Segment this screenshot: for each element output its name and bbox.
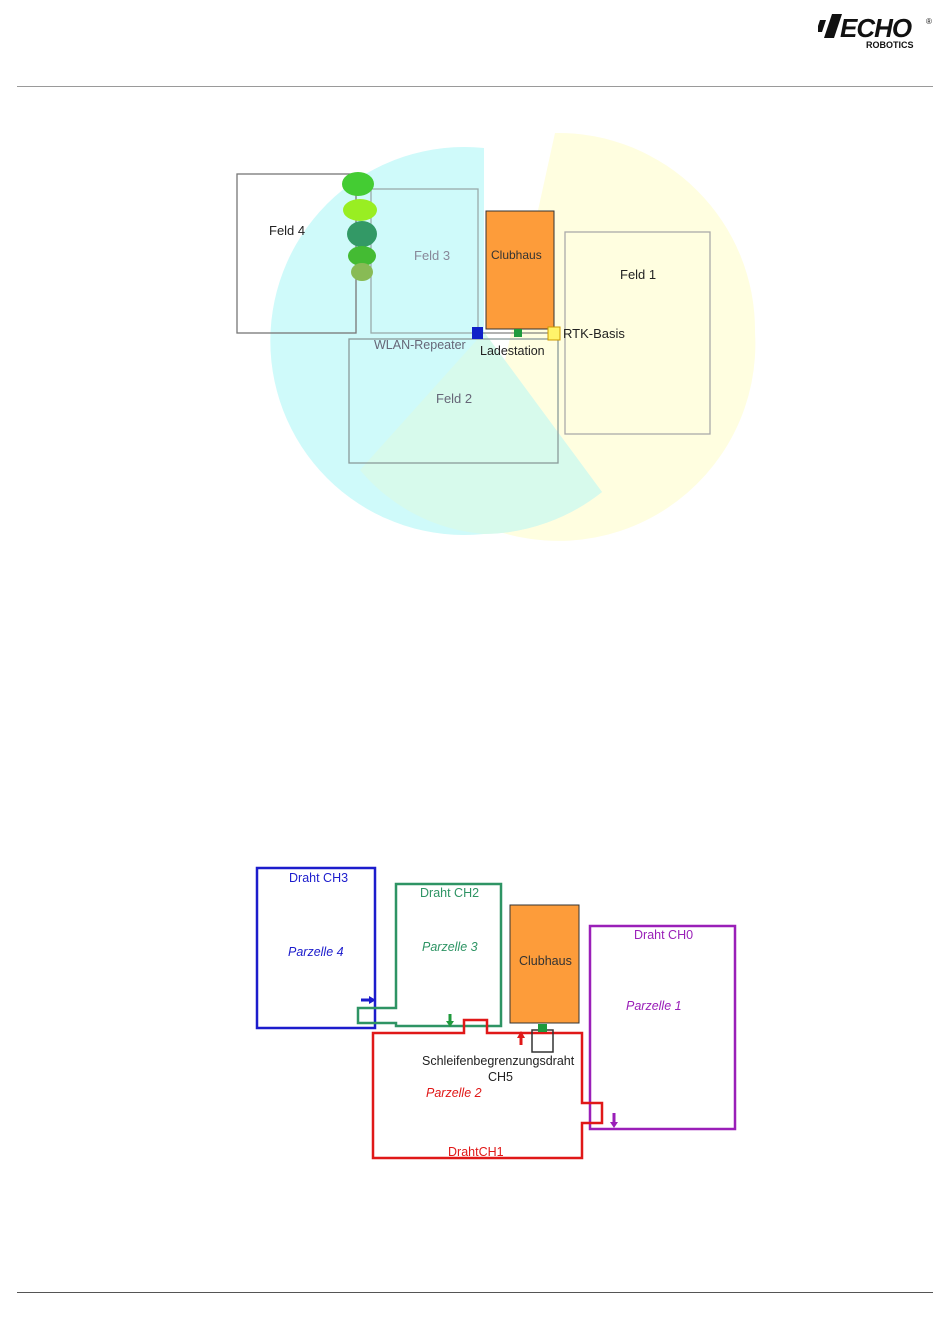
parcel-3-wire-outline (358, 884, 501, 1026)
rtk-base-marker (548, 327, 560, 340)
wire-map-diagram: Draht CH3 Parzelle 4 Draht CH2 Parzelle … (0, 860, 950, 1180)
parcel-3-wire-label: Draht CH2 (420, 886, 479, 900)
charging-station-label: Ladestation (480, 344, 545, 358)
wlan-repeater-marker (472, 327, 483, 339)
logo-registered-mark: ® (926, 17, 932, 26)
charging-station-marker (514, 329, 522, 337)
clubhouse-label: Clubhaus (491, 248, 542, 262)
tree-icon (343, 199, 377, 221)
parcel-1-wire-outline (590, 926, 735, 1129)
header-divider (17, 86, 933, 87)
logo-brand-text: ECHO (840, 13, 912, 43)
page-header: ECHO ® ROBOTICS (0, 0, 950, 90)
logo-stripes (818, 14, 842, 38)
charging-station-marker (538, 1024, 547, 1032)
site-map-diagram: Feld 4 Feld 3 Feld 2 Feld 1 Clubhaus WLA… (0, 100, 950, 660)
parcel-4-wire-label: Draht CH3 (289, 871, 348, 885)
parcel-2-wire-outline (373, 1020, 602, 1158)
wlan-repeater-label: WLAN-Repeater (374, 338, 466, 352)
field-3-label: Feld 3 (414, 248, 450, 263)
loop-wire-channel-label: CH5 (488, 1070, 513, 1084)
parcel-2-wire-label: DrahtCH1 (448, 1145, 504, 1159)
logo-sub-text: ROBOTICS (866, 40, 914, 50)
loop-wire-label: Schleifenbegrenzungsdraht (422, 1054, 575, 1068)
tree-icon (351, 263, 373, 281)
field-4-label: Feld 4 (269, 223, 305, 238)
parcel-4-label: Parzelle 4 (288, 945, 344, 959)
tree-icon (347, 221, 377, 247)
parcel-2-label: Parzelle 2 (426, 1086, 482, 1100)
purple-arrow-icon (610, 1113, 618, 1128)
clubhouse-building (486, 211, 554, 329)
footer-divider (17, 1292, 933, 1293)
echo-robotics-logo: ECHO ® ROBOTICS (818, 8, 938, 52)
rtk-base-label: RTK-Basis (563, 326, 625, 341)
tree-icon (342, 172, 374, 196)
parcel-1-wire-label: Draht CH0 (634, 928, 693, 942)
parcel-3-label: Parzelle 3 (422, 940, 478, 954)
field-1-label: Feld 1 (620, 267, 656, 282)
clubhouse-label: Clubhaus (519, 954, 572, 968)
field-2-label: Feld 2 (436, 391, 472, 406)
parcel-1-label: Parzelle 1 (626, 999, 682, 1013)
